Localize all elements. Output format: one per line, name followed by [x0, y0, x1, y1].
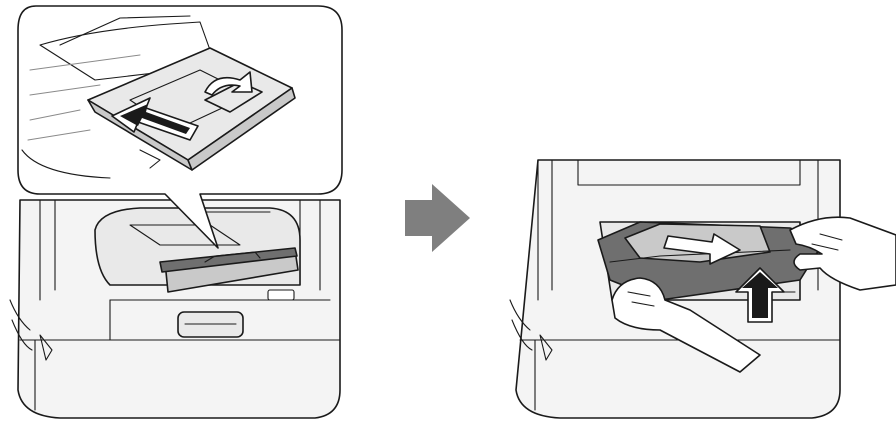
left-hand — [611, 277, 761, 373]
printer-right — [509, 159, 896, 419]
step-arrow-icon — [405, 184, 470, 252]
zoom-callout — [17, 5, 343, 249]
right-hand — [789, 216, 896, 291]
printer-left — [9, 199, 341, 419]
slide-out-arrow-icon — [663, 233, 741, 265]
flip-arrow-icon — [204, 71, 253, 96]
